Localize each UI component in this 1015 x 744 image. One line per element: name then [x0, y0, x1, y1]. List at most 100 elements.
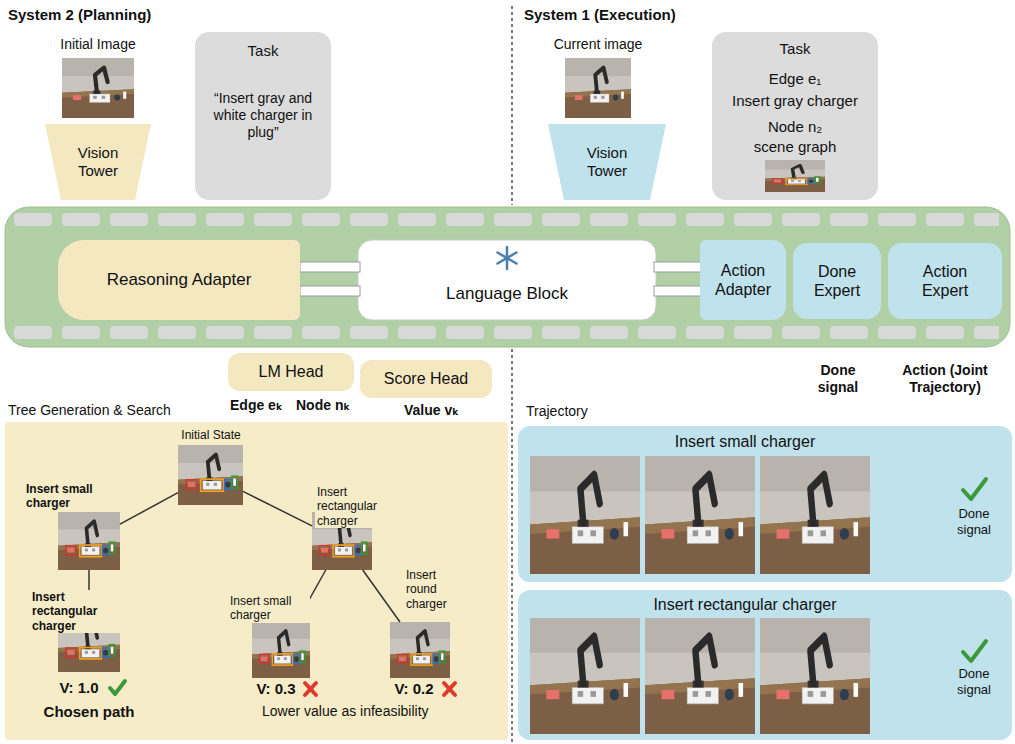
state-image: Insert round chargerV: 0.2 [390, 622, 450, 678]
scene-image [252, 622, 310, 678]
label-text: Node nₖ [296, 397, 366, 414]
tree-edge [120, 493, 178, 525]
trapezoid-shape [45, 124, 151, 200]
frozen-block: Language Block [358, 240, 656, 320]
node-text: Chosen path [33, 703, 145, 721]
adapter-box: Reasoning Adapter [58, 240, 300, 320]
node-text: Reasoning Adapter [107, 270, 252, 290]
scene-image [62, 58, 134, 118]
label-text: Trajectory [526, 403, 726, 420]
backbone-band [5, 207, 1010, 347]
node-text: Insert rectangular charger [30, 590, 120, 633]
trapezoid-shape [548, 124, 666, 200]
node-text: “Insert gray and white charger in plug” [205, 90, 321, 140]
check-mark [110, 681, 125, 694]
cross-mark [444, 683, 455, 695]
node-text: Initial State [151, 428, 271, 442]
encoder-trapezoid: Vision Tower [45, 124, 151, 200]
node-text: V: 1.0 [53, 679, 105, 697]
adapter-connector [654, 286, 702, 296]
node-text: Insert gray charger [712, 92, 878, 110]
node-text: LM Head [259, 362, 324, 381]
node-text: Insert small charger [228, 594, 310, 623]
encoder-trapezoid: Vision Tower [548, 124, 666, 200]
scene-image [178, 445, 243, 505]
node-text: scene graph [712, 138, 878, 156]
node-text: V: 0.2 [388, 680, 440, 698]
label-text: Edge eₖ [230, 397, 294, 414]
task-box: Task “Insert gray and white charger in pl… [195, 32, 331, 200]
backbone-band [14, 326, 999, 339]
panel-fill [712, 32, 878, 200]
node-text: Done signal [944, 506, 1004, 537]
label-text: Value vₖ [404, 402, 494, 419]
divider-line [511, 6, 512, 205]
scene-image [645, 618, 755, 734]
adapter-box: Action Adapter [700, 240, 786, 320]
backbone-band [14, 213, 999, 226]
state-image: Initial State [178, 445, 243, 505]
scene-image [58, 512, 120, 570]
node-text: Initial Image [32, 36, 164, 53]
check-mark [963, 641, 986, 661]
label-text: Lower value as infeasibility [262, 703, 502, 720]
node-text: Task [195, 42, 331, 60]
state-image: Insert small chargerV: 0.3 [252, 622, 310, 678]
node-text: Insert rectangular charger [535, 595, 955, 614]
node-text: Insert rectangular charger [315, 485, 379, 528]
node-text: Score Head [384, 369, 469, 388]
divider-line [511, 6, 512, 744]
snowflake-icon [498, 253, 517, 264]
panel-fill [5, 422, 508, 740]
trajectory-panel: Insert rectangular chargerDone signal [518, 590, 1012, 740]
task-box: TaskEdge e₁ Insert gray chargerNode n₂ sce… [712, 32, 878, 200]
backbone-band [5, 207, 1010, 347]
cross-mark [305, 683, 316, 695]
expert-box: Done Expert [793, 243, 881, 319]
state-image: Insert rectangular charger [312, 512, 372, 570]
label-text: Action (Joint Trajectory) [882, 362, 1008, 396]
snowflake-icon [505, 256, 510, 261]
node-text: Insert small charger [535, 432, 955, 451]
panel-fill [518, 590, 1012, 740]
node-text: Done signal [944, 666, 1004, 697]
adapter-connector [300, 286, 360, 296]
trajectory-panel: Insert small chargerDone signal [518, 426, 1012, 582]
scene-image [530, 456, 640, 574]
scene-image [645, 456, 755, 574]
tree-panel: Tree Generation & SearchInitial StateIns… [5, 422, 508, 740]
node-text: Done Expert [801, 262, 873, 300]
expert-box: Action Expert [888, 243, 1002, 319]
scene-image [390, 622, 450, 678]
image-frame: Current image [565, 58, 631, 118]
panel-fill [5, 32, 1012, 740]
panel-fill [518, 426, 1012, 582]
scene-image [565, 58, 631, 118]
label-text: System 2 (Planning) [8, 6, 268, 24]
scene-image [58, 58, 870, 734]
node-text: Node n₂ [712, 118, 878, 136]
scene-image [760, 456, 870, 574]
state-image: Insert small charger [58, 512, 120, 570]
node-text: Task [712, 40, 878, 58]
node-text: V: 0.3 [250, 680, 302, 698]
scene-image [765, 160, 825, 192]
image-frame: Initial Image [62, 58, 134, 118]
check-mark [110, 479, 986, 694]
snowflake-icon [498, 247, 517, 269]
head-box: LM Head [228, 353, 354, 391]
node-text: Action Adapter [704, 261, 782, 299]
check-mark [963, 479, 986, 499]
node-text: Vision Tower [65, 144, 131, 180]
adapter-connector [654, 262, 702, 272]
node-text: Current image [532, 36, 664, 53]
head-box: Score Head [360, 360, 492, 398]
node-text: Language Block [358, 284, 656, 304]
node-text: Insert small charger [24, 482, 120, 511]
node-text: Edge e₁ [712, 70, 878, 88]
scene-image [530, 618, 640, 734]
tree-edge [243, 491, 312, 526]
